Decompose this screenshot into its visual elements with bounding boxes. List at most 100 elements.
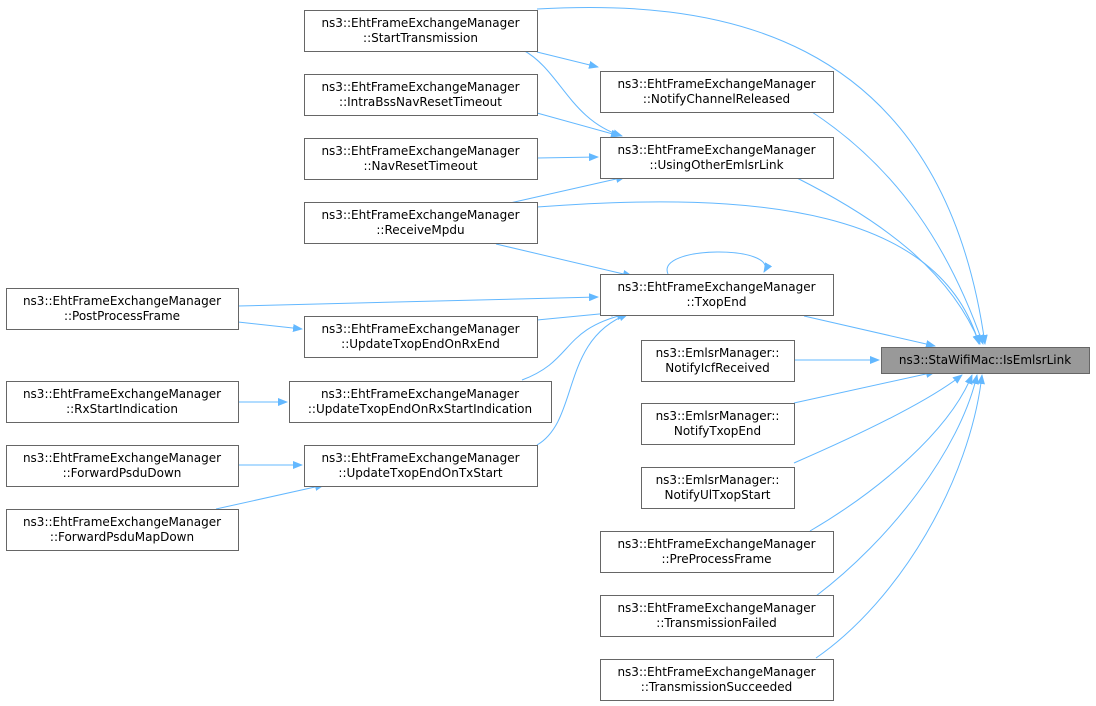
node-ntxe[interactable]: ns3::EmlsrManager::NotifyTxopEnd	[641, 403, 795, 445]
edge-ncr-root	[811, 111, 984, 345]
node-label-line2-intra: ::IntraBssNavResetTimeout	[339, 95, 502, 109]
node-box-tfail	[600, 595, 834, 637]
edge-recv-txop	[495, 243, 633, 278]
edge-start-root	[536, 6, 988, 345]
node-intra[interactable]: ns3::EhtFrameExchangeManager::IntraBssNa…	[304, 74, 538, 116]
node-box-icf	[641, 340, 795, 382]
node-fwd[interactable]: ns3::EhtFrameExchangeManager::ForwardPsd…	[6, 445, 239, 487]
node-root[interactable]: ns3::StaWifiMac::IsEmlsrLink	[881, 347, 1090, 374]
node-label-line2-recv: ::ReceiveMpdu	[376, 223, 464, 237]
node-label-line1-ntxe: ns3::EmlsrManager::	[656, 409, 780, 423]
edge-pre-root	[809, 374, 973, 532]
edge-ueotx-txop	[536, 313, 629, 446]
edge-fwdmap-ueotx	[215, 483, 325, 510]
node-label-line1-ueotx: ns3::EhtFrameExchangeManager	[321, 451, 519, 465]
node-label-line1-rxstart: ns3::EhtFrameExchangeManager	[23, 387, 221, 401]
node-recv[interactable]: ns3::EhtFrameExchangeManager::ReceiveMpd…	[304, 202, 538, 244]
node-label-line1-recv: ns3::EhtFrameExchangeManager	[321, 208, 519, 222]
node-start[interactable]: ns3::EhtFrameExchangeManager::StartTrans…	[304, 10, 538, 52]
node-label-line1-fwd: ns3::EhtFrameExchangeManager	[23, 451, 221, 465]
edge-recv-uoel	[509, 175, 626, 204]
node-nul[interactable]: ns3::EmlsrManager::NotifyUlTxopStart	[641, 467, 795, 509]
node-label-root: ns3::StaWifiMac::IsEmlsrLink	[899, 353, 1071, 367]
edge-ueorxs-txop	[521, 312, 627, 381]
node-label-line1-fwdmap: ns3::EhtFrameExchangeManager	[23, 515, 221, 529]
node-box-uoel	[600, 137, 834, 179]
node-label-line1-tfail: ns3::EhtFrameExchangeManager	[617, 601, 815, 615]
node-box-fwdmap	[6, 509, 239, 551]
node-box-post	[6, 288, 239, 330]
node-rxstart[interactable]: ns3::EhtFrameExchangeManager::RxStartInd…	[6, 381, 239, 423]
node-txop[interactable]: ns3::EhtFrameExchangeManager::TxopEnd	[600, 274, 834, 316]
edge-txop-root	[803, 315, 936, 348]
node-label-line1-txop: ns3::EhtFrameExchangeManager	[617, 280, 815, 294]
node-label-line2-uoel: ::UsingOtherEmlsrLink	[649, 158, 783, 172]
node-label-line1-pre: ns3::EhtFrameExchangeManager	[617, 537, 815, 551]
node-tfail[interactable]: ns3::EhtFrameExchangeManager::Transmissi…	[600, 595, 834, 637]
node-label-line1-ncr: ns3::EhtFrameExchangeManager	[617, 77, 815, 91]
node-box-ueorx	[304, 316, 538, 358]
edge-recv-root	[536, 201, 981, 345]
node-label-line2-navrst: ::NavResetTimeout	[363, 159, 477, 173]
node-box-txop	[600, 274, 834, 316]
node-label-line1-uoel: ns3::EhtFrameExchangeManager	[617, 143, 815, 157]
node-ueotx[interactable]: ns3::EhtFrameExchangeManager::UpdateTxop…	[304, 445, 538, 487]
node-label-line2-ncr: ::NotifyChannelReleased	[643, 92, 790, 106]
node-label-line1-ueorx: ns3::EhtFrameExchangeManager	[321, 322, 519, 336]
node-label-line2-tsucc: ::TransmissionSucceeded	[641, 680, 792, 694]
node-label-line2-post: ::PostProcessFrame	[64, 309, 180, 323]
edge-post-txop	[237, 293, 599, 307]
node-box-intra	[304, 74, 538, 116]
node-label-line1-ueorxs: ns3::EhtFrameExchangeManager	[321, 387, 519, 401]
edges-layer	[215, 6, 988, 659]
node-label-line1-navrst: ns3::EhtFrameExchangeManager	[321, 144, 519, 158]
node-navrst[interactable]: ns3::EhtFrameExchangeManager::NavResetTi…	[304, 138, 538, 180]
edge-tfail-root	[815, 374, 979, 597]
edge-post-ueorx	[237, 321, 303, 332]
edge-intra-uoel	[536, 112, 621, 138]
edge-ntxe-root	[793, 370, 936, 404]
node-uoel[interactable]: ns3::EhtFrameExchangeManager::UsingOther…	[600, 137, 834, 179]
node-label-line1-intra: ns3::EhtFrameExchangeManager	[321, 80, 519, 94]
node-box-ueotx	[304, 445, 538, 487]
node-label-line1-post: ns3::EhtFrameExchangeManager	[23, 294, 221, 308]
node-label-line2-start: ::StartTransmission	[363, 31, 478, 45]
node-label-line2-icf: NotifyIcfReceived	[665, 361, 769, 375]
node-icf[interactable]: ns3::EmlsrManager::NotifyIcfReceived	[641, 340, 795, 382]
node-box-root	[881, 347, 1090, 374]
node-label-line2-fwdmap: ::ForwardPsduMapDown	[50, 530, 194, 544]
node-label-line2-nul: NotifyUlTxopStart	[665, 488, 771, 502]
edge-txop-txop	[666, 251, 773, 275]
node-label-line1-nul: ns3::EmlsrManager::	[656, 473, 780, 487]
node-label-line1-tsucc: ns3::EhtFrameExchangeManager	[617, 665, 815, 679]
nodes-layer: ns3::StaWifiMac::IsEmlsrLinkns3::EhtFram…	[6, 10, 1090, 701]
edge-tsucc-root	[815, 374, 985, 659]
node-box-tsucc	[600, 659, 834, 701]
edge-navrst-uoel	[536, 153, 599, 162]
node-post[interactable]: ns3::EhtFrameExchangeManager::PostProces…	[6, 288, 239, 330]
node-box-recv	[304, 202, 538, 244]
node-ueorx[interactable]: ns3::EhtFrameExchangeManager::UpdateTxop…	[304, 316, 538, 358]
edge-start-ncr	[536, 51, 599, 69]
node-label-line1-start: ns3::EhtFrameExchangeManager	[321, 16, 519, 30]
node-ncr[interactable]: ns3::EhtFrameExchangeManager::NotifyChan…	[600, 71, 834, 113]
edge-uoel-root	[796, 177, 981, 345]
node-box-pre	[600, 531, 834, 573]
node-box-nul	[641, 467, 795, 509]
node-label-line2-fwd: ::ForwardPsduDown	[63, 466, 182, 480]
node-tsucc[interactable]: ns3::EhtFrameExchangeManager::Transmissi…	[600, 659, 834, 701]
node-box-fwd	[6, 445, 239, 487]
node-pre[interactable]: ns3::EhtFrameExchangeManager::PreProcess…	[600, 531, 834, 573]
node-fwdmap[interactable]: ns3::EhtFrameExchangeManager::ForwardPsd…	[6, 509, 239, 551]
node-label-line2-tfail: ::TransmissionFailed	[656, 616, 776, 630]
node-label-line1-icf: ns3::EmlsrManager::	[656, 346, 780, 360]
node-label-line2-ntxe: NotifyTxopEnd	[674, 424, 761, 438]
node-ueorxs[interactable]: ns3::EhtFrameExchangeManager::UpdateTxop…	[289, 381, 552, 423]
node-box-ncr	[600, 71, 834, 113]
edge-nul-root	[793, 374, 963, 464]
node-label-line2-txop: ::TxopEnd	[687, 295, 747, 309]
node-label-line2-ueorxs: ::UpdateTxopEndOnRxStartIndication	[308, 402, 532, 416]
node-label-line2-ueorx: ::UpdateTxopEndOnRxEnd	[341, 337, 500, 351]
edge-start-uoel	[522, 49, 623, 138]
